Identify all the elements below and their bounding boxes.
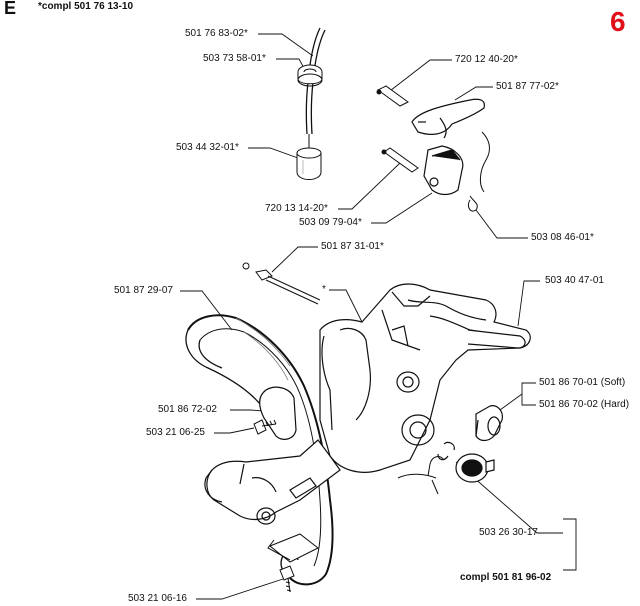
part-label: 501 87 29-07	[114, 285, 173, 296]
leader-501-86-70	[499, 393, 523, 411]
spring-503-08-46-01-icon	[467, 131, 490, 212]
part-label: 503 08 46-01*	[531, 232, 594, 243]
leader-501-87-77-02	[454, 86, 493, 101]
leader-503-21-06-25	[214, 427, 255, 434]
section-letter: E	[4, 0, 17, 18]
pin-720-12-40-20-icon	[376, 85, 409, 107]
leader-501-76-83-02	[258, 33, 314, 57]
page-number: 6	[610, 6, 626, 37]
throttle-trigger-icon	[411, 98, 485, 139]
leader-720-13-14-20	[338, 162, 401, 210]
leader-503-21-06-16	[196, 578, 284, 600]
pin-720-13-14-20-icon	[381, 147, 419, 173]
lower-frame-icon	[204, 439, 341, 525]
part-label: 501 87 77-02*	[496, 81, 559, 92]
leader-503-44-32-01	[248, 147, 299, 159]
leader-503-08-46-01	[475, 209, 528, 239]
grommet-icon	[297, 64, 323, 87]
screw-503-21-06-25-icon	[253, 419, 277, 435]
handle-bracket-icon	[267, 533, 319, 563]
part-label: 503 26 30-17	[479, 527, 538, 538]
choke-rod-icon	[242, 262, 321, 305]
part-label: 501 76 83-02*	[185, 28, 248, 39]
rear-handle-housing-icon	[319, 283, 531, 473]
part-label: 501 87 31-01*	[321, 241, 384, 252]
oil-cap-icon	[437, 441, 495, 483]
av-element-icon	[475, 405, 503, 442]
part-label: 501 86 70-01 (Soft)	[539, 377, 626, 388]
part-label: *	[322, 284, 326, 295]
part-label: 503 21 06-16	[128, 593, 187, 604]
leader-asterisk	[329, 289, 363, 323]
part-label: 720 13 14-20*	[265, 203, 328, 214]
leader-bracket-501-86-70	[521, 382, 536, 406]
trigger-lockout-icon	[423, 145, 464, 196]
leader-lines	[180, 33, 577, 600]
fuel-filter-icon	[296, 134, 322, 180]
leader-720-12-40-20	[385, 59, 452, 95]
leader-503-40-47-01	[517, 280, 540, 327]
leader-501-87-31-01	[271, 246, 318, 273]
part-label: 503 73 58-01*	[203, 53, 266, 64]
part-label: 501 86 72-02	[158, 404, 217, 415]
av-bracket-icon	[259, 386, 297, 440]
complete-assembly-label: compl 501 81 96-02	[460, 572, 552, 583]
part-label: 501 86 70-02 (Hard)	[539, 399, 630, 410]
spring-clip-icon	[397, 456, 445, 495]
leader-501-87-29-07	[180, 290, 233, 331]
screw-503-21-06-16-icon	[279, 565, 295, 593]
complete-assembly-note: *compl 501 76 13-10	[38, 1, 134, 12]
front-handle-icon	[185, 314, 334, 586]
part-label: 720 12 40-20*	[455, 54, 518, 65]
part-label: 503 44 32-01*	[176, 142, 239, 153]
part-label: 503 09 79-04*	[299, 217, 362, 228]
leader-503-09-79-04	[371, 192, 433, 224]
part-label: 503 21 06-25	[146, 427, 205, 438]
part-label: 503 40 47-01	[545, 275, 604, 286]
leader-bracket-compl	[563, 518, 577, 571]
